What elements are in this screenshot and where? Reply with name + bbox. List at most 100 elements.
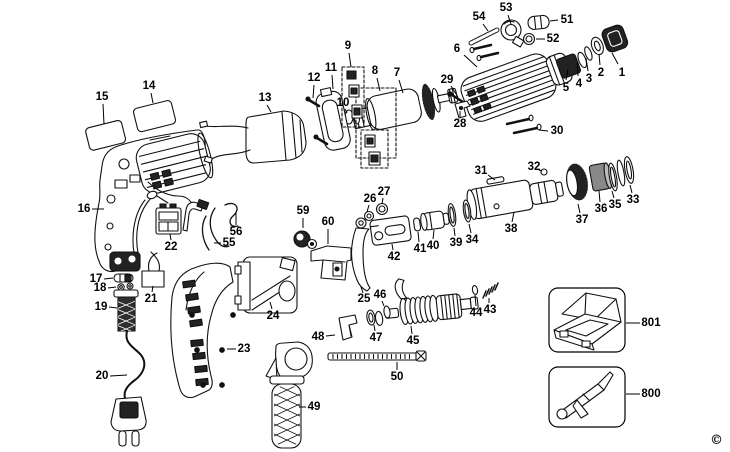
brush-plate-screws-drawing [305, 96, 329, 146]
part-leader-3 [585, 57, 589, 72]
part-label-52: 52 [547, 33, 560, 45]
cylinder-40-drawing [420, 210, 450, 231]
part-label-16: 16 [78, 203, 91, 215]
part-label-8: 8 [372, 65, 379, 77]
part-leader-29 [450, 85, 459, 98]
part-leader-19 [108, 306, 118, 309]
part-label-26: 26 [364, 193, 377, 205]
part-label-51: 51 [561, 14, 574, 26]
part-label-56: 56 [230, 226, 243, 238]
washers-18-drawing [117, 282, 134, 291]
part-leader-11 [331, 74, 334, 90]
part-label-15: 15 [96, 91, 109, 103]
part-leader-5 [565, 68, 569, 81]
part-label-6: 6 [454, 43, 460, 55]
screw-29-drawing [447, 91, 465, 104]
part-leader-37 [577, 203, 581, 214]
part-label-1: 1 [619, 67, 626, 79]
fork-60-drawing [310, 245, 352, 281]
grip-sleeve-19-drawing [113, 289, 139, 332]
ring-34-drawing [462, 199, 472, 223]
housing-screws-drawing [469, 43, 500, 62]
screws-23-drawing [189, 312, 236, 388]
ball-32-drawing [540, 168, 548, 176]
part-label-42: 42 [388, 251, 401, 263]
tool-800-drawing [556, 371, 614, 420]
part-leader-26 [366, 204, 370, 213]
switch-22-drawing [146, 190, 210, 235]
part-leader-17 [103, 277, 114, 280]
part-label-36: 36 [595, 203, 608, 215]
chuck-parts-drawing [555, 24, 629, 79]
part-leader-36 [598, 190, 601, 203]
part-leader-54 [482, 23, 489, 32]
part-label-27: 27 [378, 186, 391, 198]
depth-rod-50-drawing [327, 350, 427, 362]
part-leader-53 [507, 14, 512, 25]
ring-extra-drawing [616, 159, 626, 187]
part-label-32: 32 [528, 161, 541, 173]
label-sticker-14-drawing [132, 100, 177, 133]
gear-case-24-drawing [234, 256, 298, 314]
ring-33-drawing [623, 156, 635, 184]
part-label-60: 60 [322, 216, 335, 228]
part-label-47: 47 [370, 332, 383, 344]
part-leader-44 [474, 294, 477, 307]
part-label-4: 4 [576, 78, 583, 90]
part-leader-41 [417, 231, 420, 243]
washer-46-drawing [383, 305, 391, 319]
brush-assembly-dashed-boxes-drawing [341, 66, 397, 169]
capacitor-21-drawing [141, 251, 165, 288]
pin-17-drawing [113, 273, 134, 283]
part-label-19: 19 [95, 301, 108, 313]
ring-35-drawing [608, 162, 618, 192]
part-leader-4 [576, 62, 579, 77]
threaded-rod-54-drawing [468, 27, 500, 46]
part-leader-39 [453, 227, 456, 237]
spindle-gear-45-drawing [384, 278, 479, 325]
copyright-symbol: © [710, 433, 723, 448]
accessory-box-800 [548, 366, 626, 428]
part-label-37: 37 [576, 214, 589, 226]
part-label-13: 13 [259, 92, 272, 104]
part-label-31: 31 [475, 165, 488, 177]
part-label-59: 59 [297, 205, 310, 217]
spring-43-drawing [482, 282, 499, 299]
part-leader-9 [348, 52, 352, 68]
part-leader-6 [463, 54, 478, 68]
part-leader-20 [109, 374, 128, 377]
part-leader-12 [312, 84, 315, 99]
accessory-box-801 [548, 287, 626, 353]
part-label-10: 10 [337, 97, 350, 109]
part-label-39: 39 [450, 237, 463, 249]
ring-gear-37-drawing [563, 160, 591, 204]
part-label-49: 49 [308, 401, 321, 413]
part-label-5: 5 [563, 82, 570, 94]
part-leader-25 [360, 286, 364, 294]
part-label-50: 50 [391, 371, 404, 383]
right-housing-shell-drawing [170, 262, 234, 399]
part-leader-35 [611, 190, 615, 199]
field-stator-drawing [199, 110, 307, 164]
screws-30-drawing [505, 114, 542, 135]
part-label-3: 3 [586, 73, 592, 85]
part-leader-21 [151, 285, 154, 293]
part-leader-33 [629, 184, 633, 194]
motor-in-housing-drawing [135, 132, 214, 194]
part-leader-18 [107, 286, 117, 289]
wires-55-56-drawing [201, 202, 239, 251]
part-leader-8 [376, 77, 381, 92]
rod-25-drawing [351, 227, 371, 292]
clip-48-drawing [338, 314, 358, 341]
part-leader-40 [432, 229, 435, 240]
ring-44-drawing [471, 284, 479, 296]
part-label-55: 55 [223, 237, 236, 249]
part-leader-2 [598, 53, 601, 66]
part-label-23: 23 [238, 343, 251, 355]
part-label-46: 46 [374, 289, 387, 301]
ring-27-drawing [375, 202, 389, 216]
part-label-2: 2 [598, 67, 604, 79]
part-label-30: 30 [551, 125, 564, 137]
part-label-48: 48 [312, 331, 325, 343]
